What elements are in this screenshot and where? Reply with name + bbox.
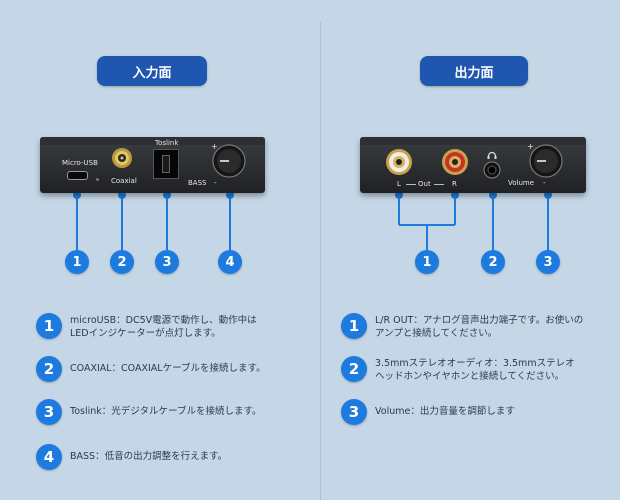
l-label: L (397, 180, 401, 188)
desc-marker-1: 1 (36, 313, 62, 339)
rca-left-jack (386, 149, 412, 175)
bass-label: BASS (188, 179, 207, 187)
volume-knob (529, 144, 563, 178)
desc-marker-3: 3 (341, 399, 367, 425)
micro-usb-label: Micro-USB (62, 159, 98, 167)
marker-3: 3 (536, 250, 560, 274)
rca-right-jack (442, 149, 468, 175)
bass-knob (212, 144, 246, 178)
description-4: BASS：低音の出力調整を行えます。 (70, 451, 228, 462)
out-line-left (406, 184, 416, 185)
desc-marker-1: 1 (341, 313, 367, 339)
description-2: 3.5mmステレオオーディオ：3.5mmステレオヘッドホンやイヤホンと接続してく… (375, 358, 575, 382)
description-3: Toslink：光デジタルケーブルを接続します。 (70, 406, 262, 417)
marker-1: 1 (415, 250, 439, 274)
marker-1: 1 (65, 250, 89, 274)
desc-marker-4: 4 (36, 444, 62, 470)
input-device: Micro-USB Coaxial Toslink + BASS - (40, 137, 265, 193)
out-label: Out (418, 180, 431, 188)
output-panel-title: 出力面 (420, 56, 528, 86)
minus-sign: - (543, 179, 546, 187)
panel-divider (320, 22, 321, 500)
desc-marker-3: 3 (36, 399, 62, 425)
minus-sign: - (214, 179, 217, 187)
volume-label: Volume (508, 179, 535, 187)
description-3: Volume：出力音量を調節します (375, 406, 515, 417)
headphone-jack (483, 161, 501, 179)
toslink-label: Toslink (155, 139, 179, 147)
desc-marker-2: 2 (341, 356, 367, 382)
led-indicator (96, 178, 99, 181)
out-line-right (434, 184, 444, 185)
r-label: R (452, 180, 457, 188)
description-2: COAXIAL：COAXIALケーブルを接続します。 (70, 363, 266, 374)
headphone-icon (487, 151, 497, 159)
marker-2: 2 (110, 250, 134, 274)
micro-usb-port (67, 171, 88, 180)
output-device: L Out R + Volume - (360, 137, 586, 193)
marker-3: 3 (155, 250, 179, 274)
input-panel-title: 入力面 (97, 56, 207, 86)
desc-marker-2: 2 (36, 356, 62, 382)
toslink-port (153, 149, 179, 179)
plus-sign: + (211, 142, 218, 151)
plus-sign: + (527, 142, 534, 151)
description-1: L/R OUT：アナログ音声出力端子です。お使いのアンプと接続してください。 (375, 315, 584, 339)
coaxial-jack (112, 148, 132, 168)
marker-4: 4 (218, 250, 242, 274)
coaxial-label: Coaxial (111, 177, 137, 185)
marker-2: 2 (481, 250, 505, 274)
